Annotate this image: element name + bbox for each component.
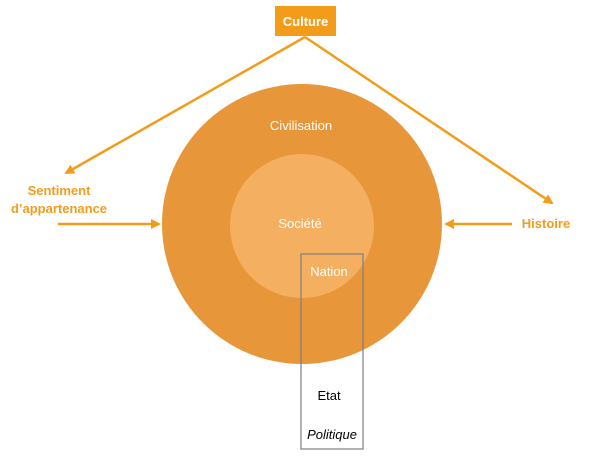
societe-circle: [230, 154, 374, 298]
culture-box: [275, 6, 336, 36]
etat-label: Etat: [317, 388, 341, 403]
civilisation-label: Civilisation: [270, 118, 332, 133]
politique-label: Politique: [307, 427, 357, 442]
culture-label: Culture: [283, 14, 329, 29]
culture-to-histoire-arrow: [304, 35, 554, 205]
etat-box: [300, 253, 364, 450]
culture-to-sentiment-arrow: [64, 35, 306, 175]
sentiment-label-line2: d’appartenance: [11, 201, 107, 216]
societe-label: Société: [278, 216, 321, 231]
histoire-label: Histoire: [522, 216, 570, 231]
sentiment-label-line1: Sentiment: [28, 183, 92, 198]
nation-label: Nation: [310, 264, 348, 279]
